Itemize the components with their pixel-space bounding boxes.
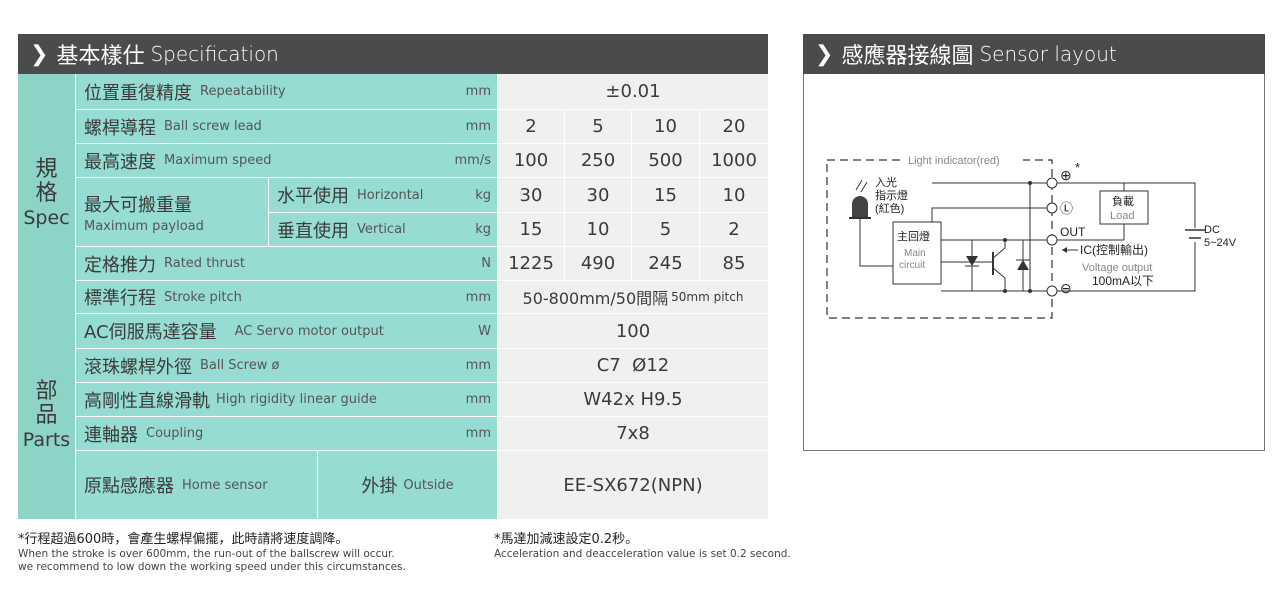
spec-header: ❯ 基本樣仕 Specification xyxy=(18,34,768,74)
vertical-value: 10 xyxy=(565,213,631,246)
sensor-header-en: Sensor layout xyxy=(979,42,1117,66)
speed-value: 1000 xyxy=(700,144,768,177)
thrust-value: 245 xyxy=(632,247,699,280)
note-left-zh: *行程超過600時，會產生螺桿偏擺，此時請將速度調降。 xyxy=(18,532,349,547)
lead-value: 2 xyxy=(498,110,564,143)
horizontal-value: 10 xyxy=(700,178,768,212)
lead-value: 10 xyxy=(632,110,699,143)
lead-value: 5 xyxy=(565,110,631,143)
thrust-value: 1225 xyxy=(498,247,564,280)
thrust-value: 85 xyxy=(700,247,768,280)
note-left-en1: When the stroke is over 600mm, the run-o… xyxy=(18,548,395,560)
guide-value: W42x H9.5 xyxy=(498,383,768,416)
note-right-zh: *馬達加減速設定0.2秒。 xyxy=(494,532,639,547)
sensor-panel xyxy=(803,74,1265,451)
vertical-value: 5 xyxy=(632,213,699,246)
side-label-parts: 部 品 Parts xyxy=(18,313,75,519)
spec-header-en: Specification xyxy=(150,42,279,66)
note-left-en2: we recommend to low down the working spe… xyxy=(18,561,406,573)
horizontal-value: 30 xyxy=(565,178,631,212)
row-repeatability-value: ±0.01 xyxy=(498,74,768,109)
side-label-spec: 規 格 Spec xyxy=(18,74,75,313)
row-payload-label: 最大可搬重量 Maximum payload xyxy=(76,178,268,246)
speed-value: 500 xyxy=(632,144,699,177)
arrow-right-icon: ❯ xyxy=(815,41,834,67)
home-value: EE-SX672(NPN) xyxy=(498,451,768,519)
speed-value: 100 xyxy=(498,144,564,177)
spec-header-zh: 基本樣仕 xyxy=(56,44,145,69)
thrust-value: 490 xyxy=(565,247,631,280)
sensor-header: ❯ 感應器接線圖 Sensor layout xyxy=(803,34,1265,74)
arrow-right-icon: ❯ xyxy=(30,41,49,67)
horizontal-value: 30 xyxy=(498,178,564,212)
ballscrew-value: C7 Ø12 xyxy=(498,349,768,382)
note-right-en: Acceleration and deacceleration value is… xyxy=(494,548,791,560)
horizontal-value: 15 xyxy=(632,178,699,212)
vertical-value: 2 xyxy=(700,213,768,246)
sensor-header-zh: 感應器接線圖 xyxy=(841,44,974,69)
speed-value: 250 xyxy=(565,144,631,177)
lead-value: 20 xyxy=(700,110,768,143)
vertical-value: 15 xyxy=(498,213,564,246)
coupling-value: 7x8 xyxy=(498,417,768,450)
motor-value: 100 xyxy=(498,314,768,348)
